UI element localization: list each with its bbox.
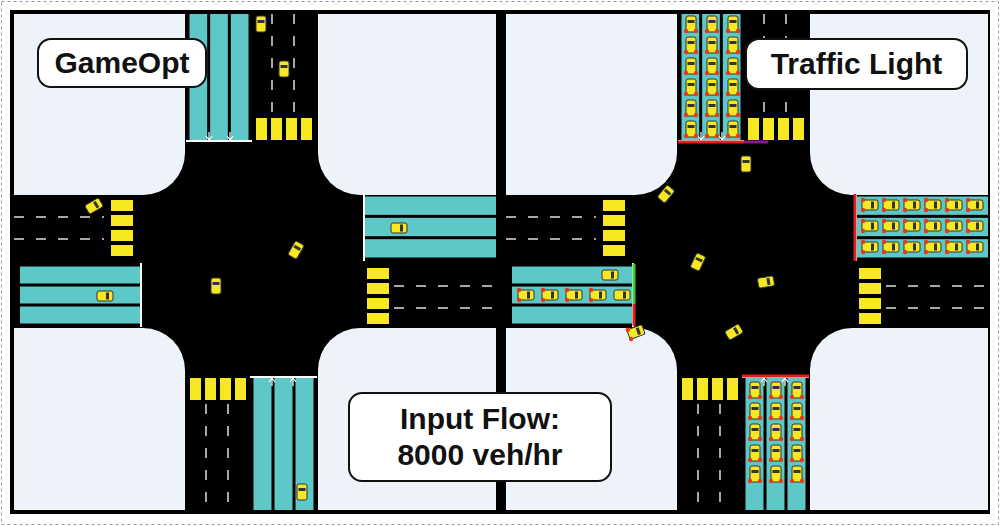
vehicle: [726, 100, 740, 117]
label-text: Traffic Light: [771, 46, 943, 82]
label-box: Input Flow: 8000 veh/hr: [348, 392, 612, 482]
vehicle: [97, 291, 113, 301]
vehicle: [903, 198, 920, 212]
vehicle: [882, 219, 899, 233]
vehicle: [769, 445, 783, 462]
vehicle: [602, 270, 618, 280]
vehicle: [565, 288, 582, 302]
vehicle: [748, 382, 762, 399]
vehicle: [748, 403, 762, 420]
vehicle: [684, 121, 698, 138]
vehicle: [705, 79, 719, 96]
vehicle: [769, 466, 783, 483]
vehicle: [684, 79, 698, 96]
vehicle: [945, 219, 962, 233]
vehicle: [748, 424, 762, 441]
vehicle: [684, 100, 698, 117]
vehicle: [589, 288, 606, 302]
vehicle: [684, 58, 698, 75]
vehicle: [297, 484, 307, 500]
label-box: GameOpt: [37, 38, 207, 88]
vehicle: [882, 240, 899, 254]
vehicle: [614, 290, 630, 300]
vehicle: [705, 121, 719, 138]
corner-block: [810, 328, 988, 510]
vehicle: [541, 288, 558, 302]
corner-block: [506, 14, 677, 195]
corner-block: [318, 14, 496, 195]
vehicle: [726, 58, 740, 75]
vehicle: [924, 198, 941, 212]
vehicle: [861, 198, 878, 212]
vehicle: [85, 198, 104, 215]
vehicle: [769, 403, 783, 420]
label-box: Traffic Light: [745, 38, 968, 90]
vehicle: [861, 219, 878, 233]
label-text: Input Flow: 8000 veh/hr: [378, 401, 583, 473]
crosswalk: [111, 118, 389, 400]
vehicle: [769, 382, 783, 399]
crosswalk: [603, 118, 881, 400]
vehicle: [790, 445, 804, 462]
vehicle: [391, 223, 407, 233]
vehicle: [657, 185, 675, 204]
vehicle: [966, 240, 983, 254]
vehicle: [769, 424, 783, 441]
vehicle: [684, 37, 698, 54]
vehicle: [903, 240, 920, 254]
vehicle: [256, 16, 266, 32]
vehicle: [903, 219, 920, 233]
vehicle: [748, 445, 762, 462]
vehicle: [705, 16, 719, 33]
vehicle: [705, 37, 719, 54]
vehicle: [790, 424, 804, 441]
vehicle: [945, 240, 962, 254]
label-text: GameOpt: [54, 45, 189, 81]
vehicle: [726, 37, 740, 54]
vehicle: [725, 324, 744, 341]
vehicle: [726, 16, 740, 33]
vehicle: [705, 58, 719, 75]
vehicle: [726, 121, 740, 138]
vehicle: [882, 198, 899, 212]
vehicle: [924, 219, 941, 233]
corner-block: [14, 328, 185, 510]
vehicle: [705, 100, 719, 117]
vehicle: [726, 79, 740, 96]
vehicle: [684, 16, 698, 33]
vehicle: [690, 253, 706, 272]
vehicle: [279, 61, 289, 77]
vehicle: [741, 156, 751, 172]
vehicle: [861, 240, 878, 254]
vehicle: [790, 382, 804, 399]
vehicle: [945, 198, 962, 212]
vehicle: [288, 241, 305, 260]
vehicle: [790, 466, 804, 483]
vehicle: [748, 466, 762, 483]
vehicle: [790, 403, 804, 420]
vehicle: [517, 288, 534, 302]
vehicle: [966, 219, 983, 233]
vehicle: [757, 276, 774, 289]
vehicle: [924, 240, 941, 254]
vehicle: [211, 278, 221, 294]
vehicle: [966, 198, 983, 212]
